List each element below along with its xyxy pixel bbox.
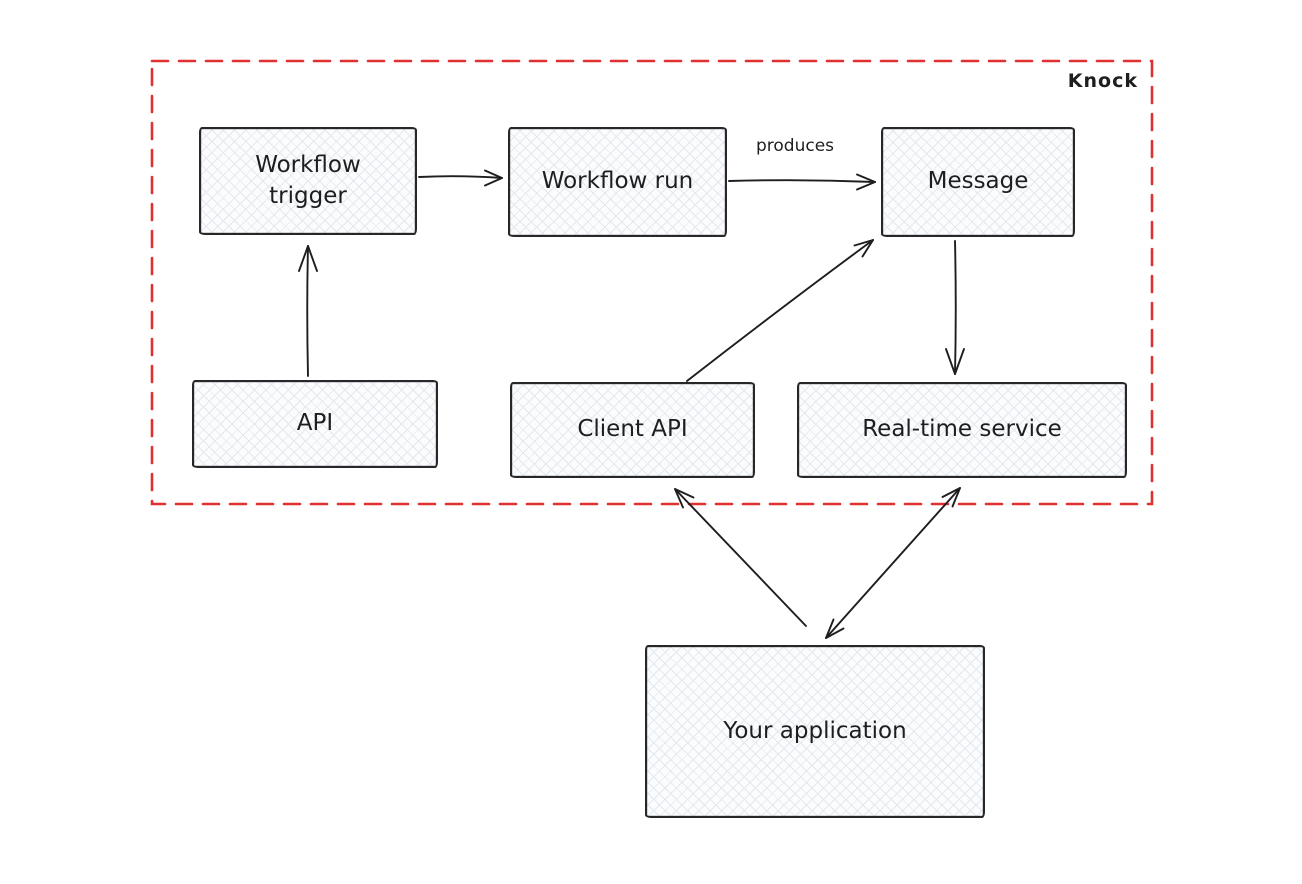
edge-real-time-service-your-application: [825, 487, 961, 639]
node-real-time-service-label: Real-time service: [862, 416, 1062, 443]
node-client-api-label: Client API: [577, 416, 688, 443]
edge-message-to-real-time-service: [945, 240, 965, 375]
node-client-api: Client API: [510, 382, 755, 478]
node-workflow-run: Workflow run: [508, 127, 727, 237]
node-workflow-run-label: Workflow run: [541, 168, 694, 195]
edge-workflow-trigger-to-workflow-run: [418, 169, 503, 187]
node-real-time-service: Real-time service: [797, 382, 1127, 478]
knock-group-label: Knock: [1067, 70, 1138, 92]
edge-client-api-to-message: [686, 239, 874, 382]
edge-workflow-run-to-message: [728, 173, 876, 191]
node-message-label: Message: [927, 168, 1029, 195]
node-your-application-label: Your application: [723, 717, 907, 744]
edge-api-to-workflow-trigger: [298, 245, 318, 377]
node-your-application: Your application: [645, 645, 985, 818]
edge-your-application-to-client-api: [674, 488, 807, 627]
node-workflow-trigger: Workflow trigger: [199, 127, 417, 235]
node-workflow-trigger-label: Workflow trigger: [255, 151, 361, 209]
edge-label-produces: produces: [755, 136, 835, 156]
node-api-label: API: [296, 410, 334, 437]
node-message: Message: [881, 127, 1075, 237]
node-api: API: [192, 380, 438, 468]
